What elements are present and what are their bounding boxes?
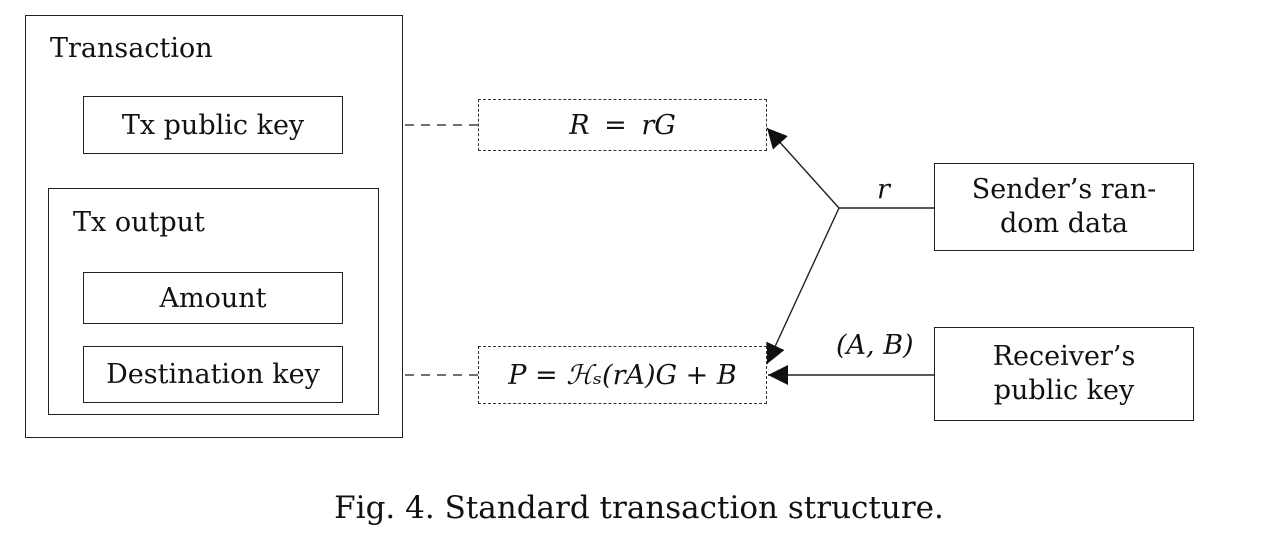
figure-caption: Fig. 4. Standard transaction structure. <box>334 490 944 526</box>
amount-box: Amount <box>83 272 343 324</box>
transaction-title: Transaction <box>50 33 213 64</box>
amount-label: Amount <box>159 282 267 314</box>
tx-output-title: Tx output <box>73 207 205 238</box>
tx-public-key-label: Tx public key <box>121 109 305 141</box>
r-edge-label: r <box>877 174 890 205</box>
receiver-line-2: public key <box>993 375 1135 406</box>
receiver-line-1: Receiver’s <box>992 341 1136 373</box>
receiver-public-key-box: Receiver’s public key <box>934 327 1194 421</box>
p-formula-box: P = ℋₛ(rA)G + B <box>478 346 767 404</box>
arrow-junction-to-r <box>766 127 840 209</box>
sender-line-2: dom data <box>999 208 1129 239</box>
destination-key-box: Destination key <box>83 346 343 403</box>
ab-edge-label: (A, B) <box>836 330 914 361</box>
r-formula-box: R = rG <box>478 99 767 151</box>
destination-key-label: Destination key <box>106 359 320 390</box>
sender-random-data-box: Sender’s ran- dom data <box>934 163 1194 251</box>
arrow-junction-to-p <box>766 207 840 365</box>
tx-public-key-box: Tx public key <box>83 96 343 154</box>
p-formula: P = ℋₛ(rA)G + B <box>508 359 737 391</box>
r-formula: R = rG <box>569 109 676 141</box>
sender-line-1: Sender’s ran- <box>971 174 1157 206</box>
